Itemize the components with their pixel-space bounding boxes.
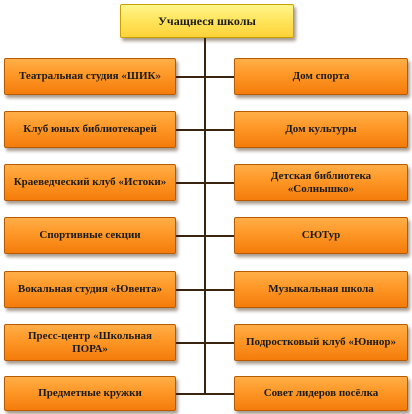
left-node-4: Спортивные секции (4, 217, 176, 254)
root-node: Учащнеся школы (120, 4, 294, 38)
left-node-2: Клуб юных библиотекарей (4, 111, 176, 148)
right-node-6: Подростковый клуб «Юннор» (234, 324, 408, 361)
left-node-6: Пресс-центр «Школьная ПОРА» (4, 324, 176, 361)
right-node-2: Дом культуры (234, 111, 408, 148)
branch-line-1 (174, 76, 236, 78)
branch-line-3 (174, 182, 236, 184)
branch-line-4 (174, 235, 236, 237)
right-node-3: Детская библиотека «Солнышко» (234, 164, 408, 201)
left-node-1: Театральная студия «ШИК» (4, 58, 176, 95)
right-node-5: Музыкальная школа (234, 271, 408, 308)
branch-line-7 (174, 393, 236, 395)
left-node-3: Краеведческий клуб «Истоки» (4, 164, 176, 201)
trunk-line (204, 36, 206, 394)
right-node-4: СЮТур (234, 217, 408, 254)
left-node-7: Предметные кружки (4, 376, 176, 411)
right-node-7: Совет лидеров посёлка (234, 376, 408, 411)
right-node-1: Дом спорта (234, 58, 408, 95)
branch-line-6 (174, 342, 236, 344)
left-node-5: Вокальная студия «Ювента» (4, 271, 176, 308)
branch-line-2 (174, 129, 236, 131)
branch-line-5 (174, 289, 236, 291)
